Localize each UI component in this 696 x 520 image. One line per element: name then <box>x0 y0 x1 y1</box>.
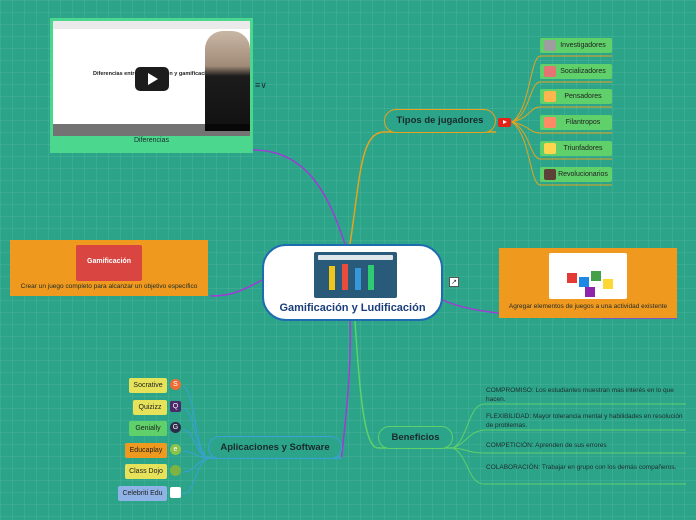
app-label: Celebriti Edu <box>122 490 163 497</box>
tipo-item-triunfadores[interactable]: Triunfadores <box>540 141 612 156</box>
tipo-item-socializadores[interactable]: Socializadores <box>540 64 612 79</box>
app-item-socrative[interactable]: Socrative <box>129 378 167 393</box>
philanthropist-icon <box>544 117 556 128</box>
link-icon[interactable]: ↗ <box>449 277 459 287</box>
app-label: Educaplay <box>129 447 163 454</box>
app-label: Socrative <box>133 382 163 389</box>
celebriti-icon <box>170 487 181 498</box>
quizizz-icon: Q <box>170 401 181 412</box>
app-label: Quizizz <box>138 404 162 411</box>
play-icon <box>148 73 158 85</box>
video-caption: Diferencias <box>133 137 169 144</box>
app-item-educaplay[interactable]: Educaplay <box>125 443 167 458</box>
gamification-image: Gamificación <box>76 245 142 281</box>
thinker-icon <box>544 91 556 102</box>
app-item-quizizz[interactable]: Quizizz <box>133 400 167 415</box>
app-label: Class Dojo <box>129 468 163 475</box>
revolutionary-icon <box>544 169 556 180</box>
apps-label: Aplicaciones y Software <box>220 442 330 453</box>
tipos-node[interactable]: Tipos de jugadores <box>384 109 496 133</box>
central-image <box>314 252 397 298</box>
tipo-label: Socializadores <box>560 68 606 75</box>
classdojo-icon <box>170 465 181 476</box>
app-item-class-dojo[interactable]: Class Dojo <box>125 464 167 479</box>
presenter-image <box>205 31 250 131</box>
beneficios-node[interactable]: Beneficios <box>378 426 453 449</box>
tipo-label: Revolucionarios <box>558 171 608 178</box>
app-item-genially[interactable]: Genially <box>129 421 167 436</box>
app-label: Genially <box>135 425 161 432</box>
tipo-label: Pensadores <box>564 93 602 100</box>
play-button[interactable] <box>135 67 169 91</box>
star-icon <box>544 143 556 154</box>
gamification-caption: Crear un juego completo para alcanzar un… <box>20 283 198 290</box>
tipo-item-filantropos[interactable]: Filantropos <box>540 115 612 130</box>
beneficio-compromiso[interactable]: COMPROMISO: Los estudiantes muestran mas… <box>486 387 674 403</box>
apps-node[interactable]: Aplicaciones y Software <box>208 436 342 459</box>
educaplay-icon: e <box>170 444 181 455</box>
beneficios-label: Beneficios <box>391 432 440 443</box>
socrative-icon: S <box>170 379 181 390</box>
tipo-label: Triunfadores <box>563 145 603 152</box>
beneficio-colaboracion[interactable]: COLABORACIÓN: Trabajar en grupo con los … <box>486 464 677 471</box>
gamification-image-text: Gamificación <box>87 258 131 265</box>
beneficio-flexibilidad[interactable]: FLEXIBILIDAD: Mayor tolerancia mental y … <box>486 413 683 429</box>
app-item-celebriti-edu[interactable]: Celebriti Edu <box>118 486 167 501</box>
robot-icon <box>544 40 556 51</box>
video-node[interactable]: Diferencias entre gamificación y gamific… <box>50 18 253 153</box>
tipo-label: Filantropos <box>565 119 601 126</box>
tipo-item-investigadores[interactable]: Investigadores <box>540 38 612 53</box>
ludification-node[interactable]: Agregar elementos de juegos a una activi… <box>499 248 677 318</box>
beneficio-competicion[interactable]: COMPETICIÓN: Aprenden de sus errores <box>486 442 607 449</box>
genially-icon: G <box>170 422 181 433</box>
ludification-caption: Agregar elementos de juegos a una activi… <box>508 303 668 310</box>
tipos-label: Tipos de jugadores <box>396 115 484 126</box>
gamification-node[interactable]: Gamificación Crear un juego completo par… <box>10 240 208 296</box>
tipo-label: Investigadores <box>560 42 606 49</box>
ludification-image <box>549 253 627 299</box>
people-icon <box>544 66 556 77</box>
central-topic[interactable]: Gamificación y Ludificación <box>262 244 443 321</box>
central-title: Gamificación y Ludificación <box>279 302 426 314</box>
tipo-item-revolucionarios[interactable]: Revolucionarios <box>540 167 612 182</box>
video-thumbnail[interactable]: Diferencias entre gamificación y gamific… <box>53 21 250 136</box>
video-progress-bar[interactable] <box>53 124 250 136</box>
tipo-item-pensadores[interactable]: Pensadores <box>540 89 612 104</box>
youtube-icon[interactable] <box>498 118 511 127</box>
note-icon[interactable]: ≡∨ <box>255 80 267 90</box>
